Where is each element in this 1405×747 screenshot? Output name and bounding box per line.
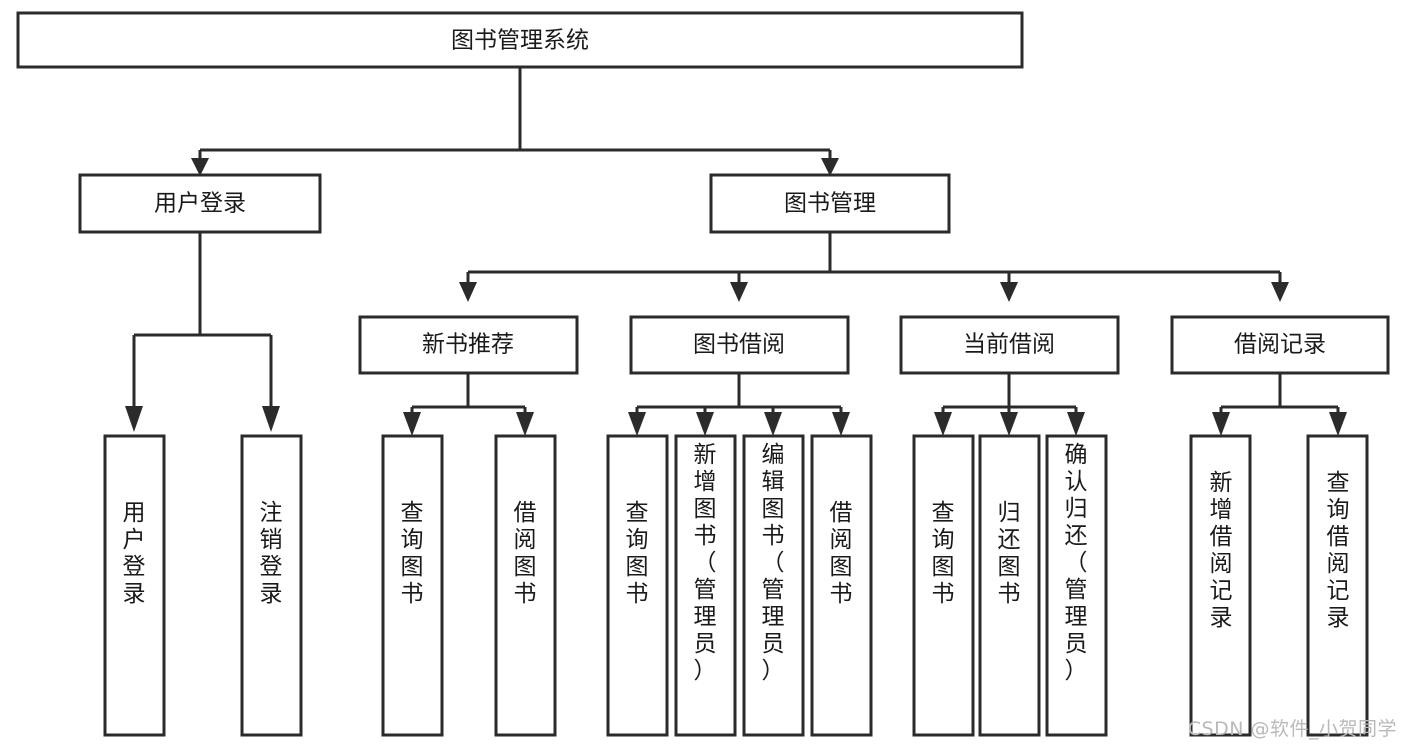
leaf-query-record-label: 查询借阅记录 — [1327, 470, 1350, 631]
leaf-add-record[interactable]: 新增借阅记录 — [1189, 434, 1252, 737]
leaf-return-book-label: 归还图书 — [998, 500, 1021, 607]
node-user-login-box[interactable] — [78, 173, 322, 234]
leaf-logout-login-box[interactable] — [240, 434, 303, 737]
node-book-manage-label: 图书管理 — [784, 191, 876, 217]
node-current-borrow[interactable]: 当前借阅 — [899, 315, 1120, 375]
arrow-head-leaf-query-record — [1329, 412, 1347, 436]
arrow-head-leaf-logout-login — [262, 406, 280, 432]
arrow-head-leaf-query-book-2 — [628, 412, 646, 436]
node-borrow-record-box[interactable] — [1170, 315, 1390, 375]
leaf-borrow-book-1[interactable]: 借阅图书 — [494, 434, 557, 737]
leaf-query-book-3-box[interactable] — [912, 434, 975, 737]
node-borrow-record[interactable]: 借阅记录 — [1170, 315, 1390, 375]
node-root-box[interactable] — [16, 11, 1024, 69]
leaf-query-book-1[interactable]: 查询图书 — [381, 434, 444, 737]
node-new-book-recommend-label: 新书推荐 — [422, 332, 514, 358]
leaf-borrow-book-2[interactable]: 借阅图书 — [810, 434, 873, 737]
arrow-head-leaf-confirm-return — [1067, 412, 1085, 436]
node-borrow-record-label: 借阅记录 — [1234, 332, 1326, 358]
leaf-add-record-box[interactable] — [1189, 434, 1252, 737]
leaf-query-book-1-label: 查询图书 — [401, 500, 424, 607]
leaf-query-book-1-box[interactable] — [381, 434, 444, 737]
leaf-user-login[interactable]: 用户登录 — [103, 434, 166, 737]
leaf-query-record[interactable]: 查询借阅记录 — [1306, 434, 1369, 737]
node-new-book-recommend-box[interactable] — [358, 315, 579, 375]
arrow-head-leaf-add-record — [1212, 412, 1230, 436]
node-current-borrow-label: 当前借阅 — [963, 332, 1055, 358]
leaf-query-record-box[interactable] — [1306, 434, 1369, 737]
leaf-borrow-book-1-box[interactable] — [494, 434, 557, 737]
leaf-edit-book-box[interactable] — [742, 434, 805, 737]
arrow-head-leaf-add-book — [696, 412, 714, 436]
leaf-edit-book[interactable]: 编辑图书（管理员） — [742, 434, 805, 737]
leaf-add-book[interactable]: 新增图书（管理员） — [674, 434, 737, 737]
leaf-query-book-2-box[interactable] — [606, 434, 669, 737]
leaf-user-login-box[interactable] — [103, 434, 166, 737]
leaf-return-book[interactable]: 归还图书 — [978, 434, 1041, 737]
node-user-login-label: 用户登录 — [154, 191, 246, 217]
leaf-query-book-3-label: 查询图书 — [932, 500, 955, 607]
leaf-query-book-2-label: 查询图书 — [626, 500, 649, 607]
leaf-add-record-label: 新增借阅记录 — [1210, 470, 1233, 631]
node-root[interactable]: 图书管理系统 — [16, 11, 1024, 69]
node-current-borrow-box[interactable] — [899, 315, 1120, 375]
leaf-confirm-return-box[interactable] — [1045, 434, 1108, 737]
arrow-head-leaf-query-book-1 — [403, 412, 421, 436]
node-book-borrow-label: 图书借阅 — [693, 332, 785, 358]
leaf-logout-login-label: 注销登录 — [260, 500, 283, 607]
node-root-label: 图书管理系统 — [451, 28, 589, 54]
arrow-head-user-login — [191, 158, 209, 176]
leaf-confirm-return[interactable]: 确认归还（管理员） — [1045, 434, 1108, 737]
node-book-borrow[interactable]: 图书借阅 — [629, 315, 850, 375]
leaf-user-login-label: 用户登录 — [123, 500, 146, 607]
arrow-head-leaf-query-book-3 — [934, 412, 952, 436]
arrow-head-current-borrow — [1000, 282, 1018, 302]
leaf-add-book-box[interactable] — [674, 434, 737, 737]
connector-layer — [125, 67, 1347, 436]
node-user-login[interactable]: 用户登录 — [78, 173, 322, 234]
leaf-borrow-book-2-box[interactable] — [810, 434, 873, 737]
arrow-head-leaf-return-book — [1000, 412, 1018, 436]
arrow-head-book-manage — [821, 158, 839, 176]
leaf-confirm-return-label: 确认归还（管理员） — [1065, 442, 1088, 684]
arrow-head-leaf-borrow-book-1 — [516, 412, 534, 436]
arrow-head-leaf-borrow-book-2 — [832, 412, 850, 436]
arrow-head-leaf-user-login — [125, 406, 143, 432]
leaf-borrow-book-1-label: 借阅图书 — [514, 500, 537, 607]
arrow-head-borrow-record — [1271, 282, 1289, 302]
leaf-borrow-book-2-label: 借阅图书 — [830, 500, 853, 607]
arrow-head-new-book-recommend — [459, 282, 477, 302]
leaf-query-book-2[interactable]: 查询图书 — [606, 434, 669, 737]
leaf-add-book-label: 新增图书（管理员） — [694, 442, 717, 684]
arrow-head-book-borrow — [730, 282, 748, 302]
node-book-manage[interactable]: 图书管理 — [709, 173, 951, 234]
arrow-head-leaf-edit-book — [764, 412, 782, 436]
leaf-logout-login[interactable]: 注销登录 — [240, 434, 303, 737]
node-book-borrow-box[interactable] — [629, 315, 850, 375]
leaf-query-book-3[interactable]: 查询图书 — [912, 434, 975, 737]
leaf-return-book-box[interactable] — [978, 434, 1041, 737]
node-new-book-recommend[interactable]: 新书推荐 — [358, 315, 579, 375]
node-book-manage-box[interactable] — [709, 173, 951, 234]
leaf-edit-book-label: 编辑图书（管理员） — [762, 442, 785, 684]
